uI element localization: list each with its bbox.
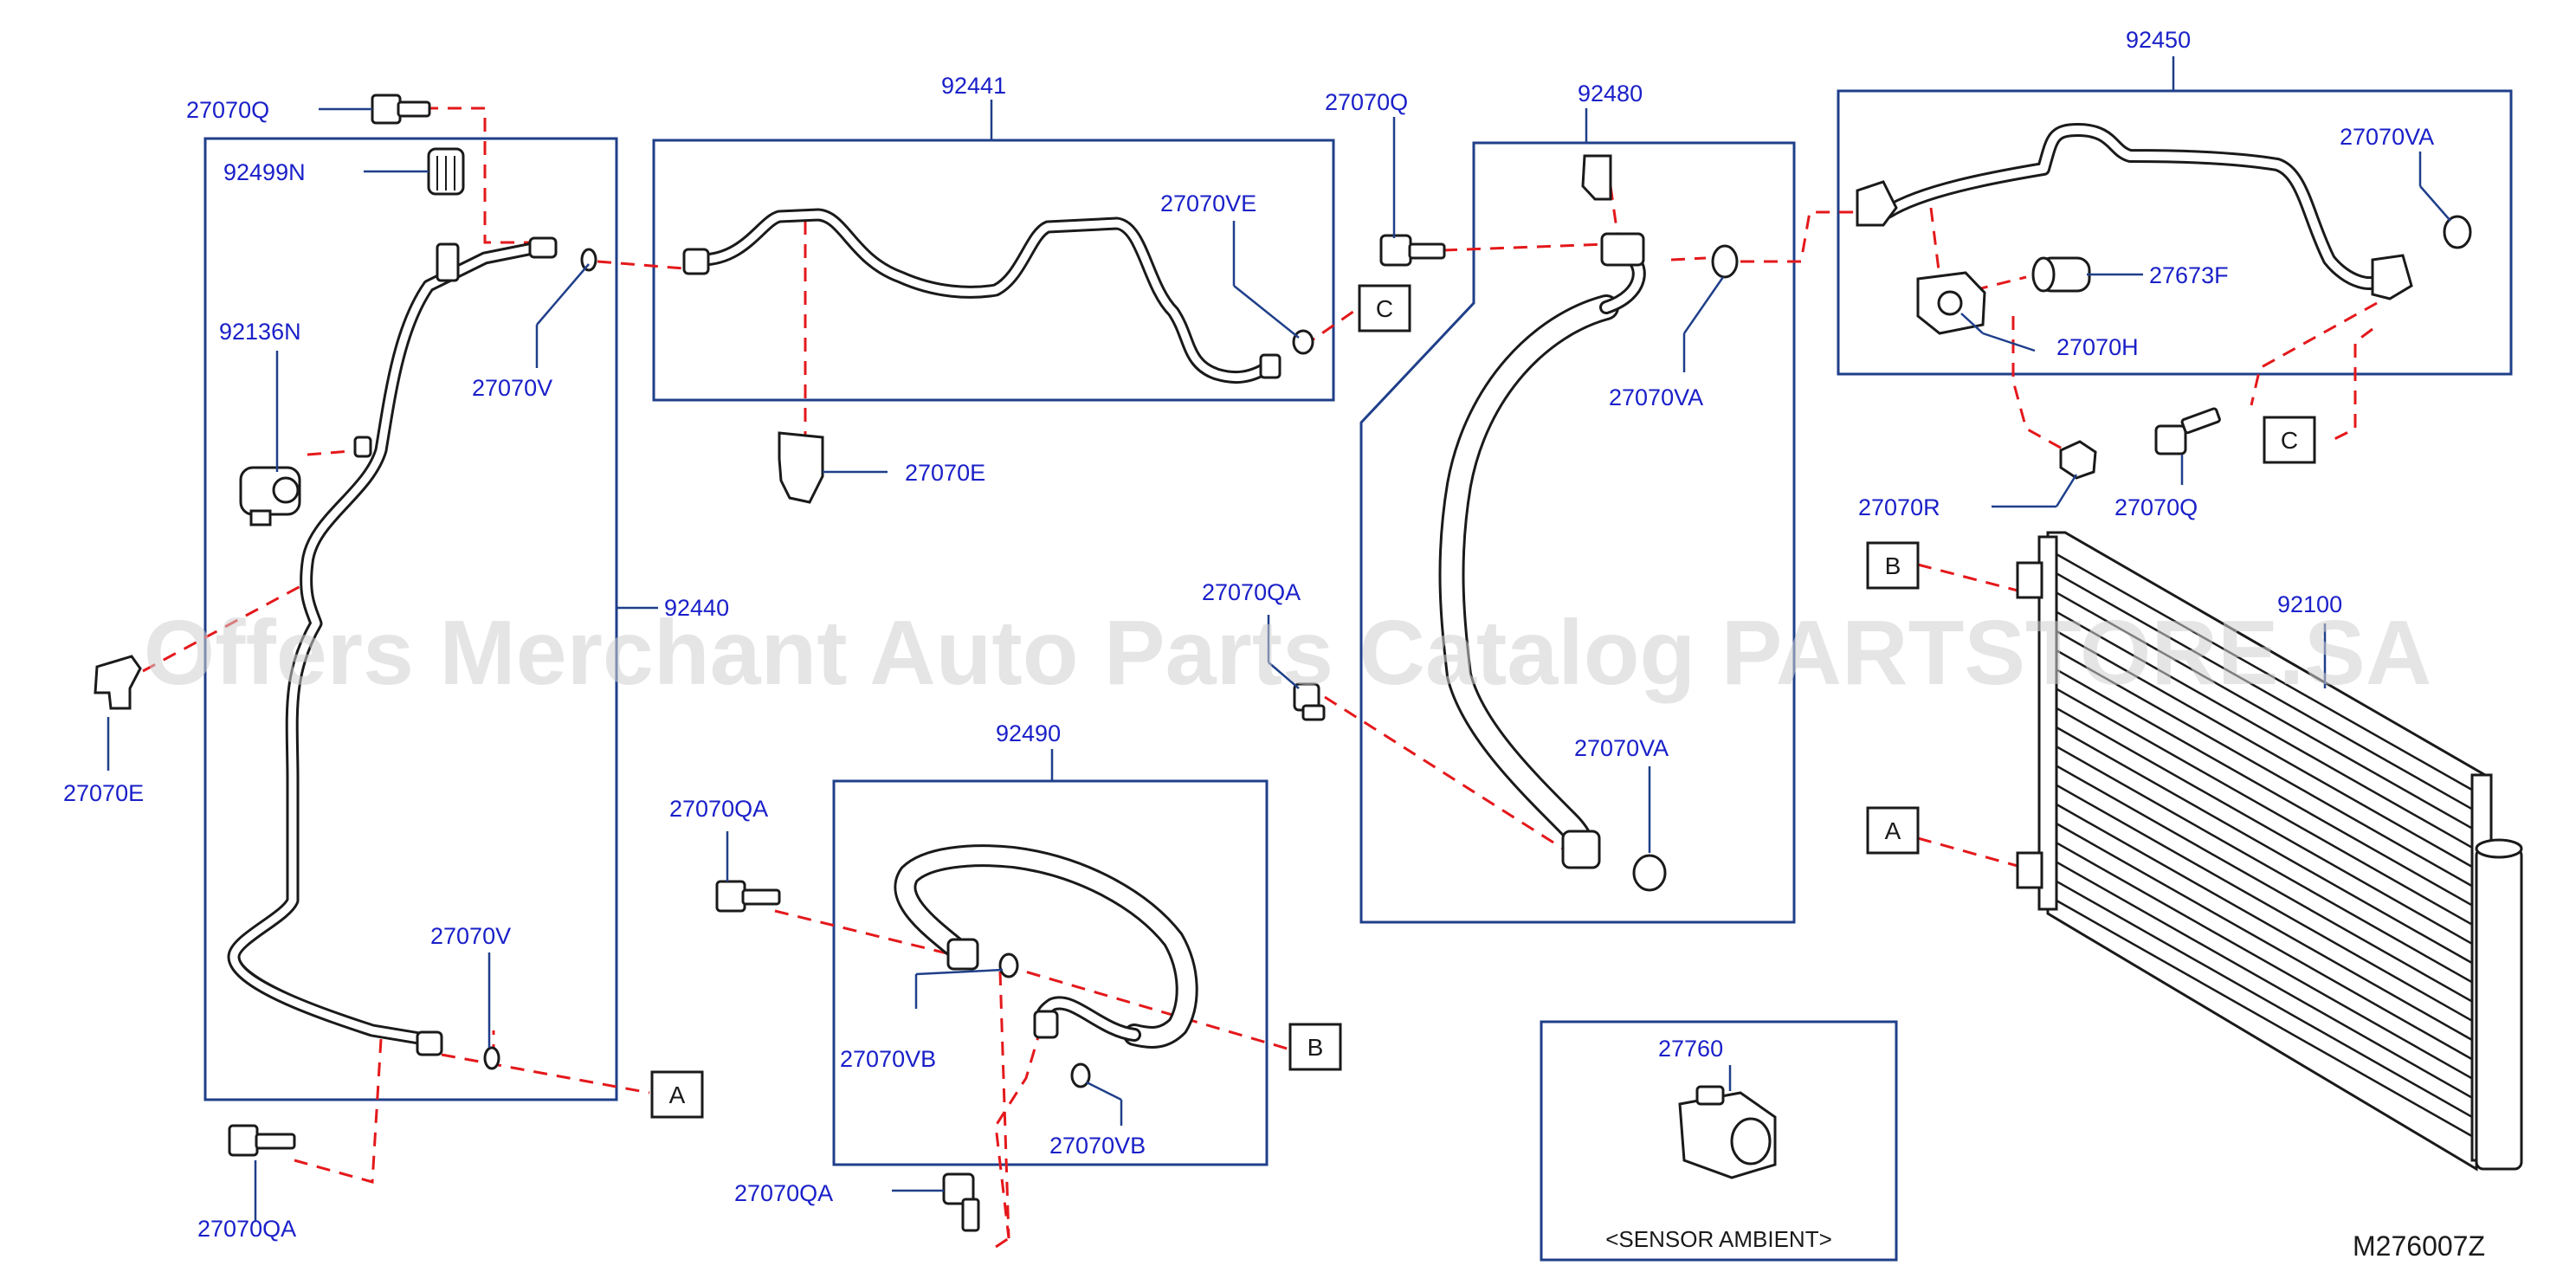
- condenser-fin-line: [2056, 784, 2477, 1024]
- bolt-27070QA-mid: [715, 880, 781, 913]
- assembly-lines: [142, 107, 2378, 1249]
- nut-27070R: [2059, 440, 2097, 480]
- clip-27070E-mid: [778, 431, 824, 504]
- condenser-fin-line: [2056, 746, 2477, 986]
- label-92100: 92100: [2277, 591, 2342, 617]
- condenser-92100: [2016, 531, 2523, 1172]
- label-27070E-left: 27070E: [63, 780, 144, 806]
- orings-27070VA: [1632, 215, 2472, 892]
- condenser-fin-line: [2056, 668, 2477, 909]
- label-27760: 27760: [1658, 1036, 1723, 1062]
- label-92450: 92450: [2126, 27, 2191, 53]
- label-27070VE: 27070VE: [1160, 190, 1256, 216]
- condenser-fin-line: [2056, 861, 2477, 1101]
- label-27070VB-a: 27070VB: [840, 1046, 936, 1072]
- block-27070H: [1916, 271, 1986, 335]
- label-27070VA-c: 27070VA: [2340, 124, 2434, 150]
- label-27070V-a: 27070V: [472, 375, 552, 401]
- condenser-fin-line: [2056, 649, 2477, 890]
- label-27070VA-b: 27070VA: [1574, 735, 1669, 761]
- bolt-27070Q-mid: [1379, 234, 1446, 267]
- cap-92499N: [427, 147, 465, 282]
- condenser-fin-line: [2056, 688, 2477, 928]
- frame-27760: [1540, 1020, 1898, 1262]
- sensor-27760: [1678, 1085, 1777, 1179]
- condenser-fins: [2056, 552, 2477, 1140]
- condenser-fin-line: [2056, 726, 2477, 967]
- clip-27070E-left: [94, 655, 142, 710]
- pipe-92450: [1856, 123, 2413, 300]
- hose-92490: [894, 844, 1198, 1088]
- pipe-92441: [682, 208, 1314, 384]
- condenser-fin-line: [2056, 572, 2477, 813]
- orings-27070V: [483, 248, 597, 1070]
- label-92136N: 92136N: [219, 319, 301, 345]
- bolt-27070QA-bot: [942, 1172, 980, 1232]
- frame-92450: [1837, 89, 2513, 376]
- bolt-27070Q-c: [2154, 407, 2221, 455]
- label-27070VA-a: 27070VA: [1609, 384, 1703, 410]
- label-27070H: 27070H: [2056, 334, 2139, 360]
- leader-lines: [107, 56, 2451, 1221]
- frame-92480: [1359, 141, 1796, 924]
- ref-b-1: B: [1307, 1034, 1324, 1061]
- condenser-fin-line: [2056, 707, 2477, 947]
- label-27070QA-bl: 27070QA: [197, 1216, 296, 1242]
- label-27070VB-b: 27070VB: [1049, 1133, 1146, 1159]
- condenser-fin-line: [2056, 899, 2477, 1140]
- group-frames: [203, 89, 2513, 1262]
- label-92440: 92440: [664, 595, 729, 621]
- sensor-92136N: [239, 466, 301, 526]
- hose-92480: [1438, 154, 1646, 869]
- condenser-fin-line: [2056, 823, 2477, 1063]
- label-92441: 92441: [941, 73, 1006, 99]
- bolt-27070QA-bl: [228, 1124, 296, 1157]
- label-27070Q-b: 27070Q: [1325, 89, 1408, 115]
- label-92490: 92490: [996, 720, 1061, 746]
- watermark: Offers Merchant Auto Parts Catalog PARTS…: [144, 602, 2432, 704]
- pipe-92440: [227, 236, 558, 1056]
- label-27070V-b: 27070V: [430, 923, 511, 949]
- label-27070Q-c: 27070Q: [2114, 494, 2198, 520]
- sensor-caption: <SENSOR AMBIENT>: [1605, 1226, 1832, 1252]
- frame-92441: [652, 139, 1335, 402]
- reference-boxes: C C B B A A: [650, 284, 2316, 1119]
- condenser-fin-line: [2056, 591, 2477, 832]
- label-27673F: 27673F: [2149, 262, 2229, 288]
- condenser-fin-line: [2056, 630, 2477, 870]
- ref-a-2: A: [1885, 817, 1901, 844]
- label-92499N: 92499N: [223, 159, 306, 185]
- condenser-fin-line: [2056, 552, 2477, 794]
- label-92480: 92480: [1578, 81, 1643, 107]
- condenser-fin-line: [2056, 610, 2477, 851]
- frame-92440: [203, 137, 618, 1101]
- label-27070Q-a: 27070Q: [186, 97, 269, 123]
- sleeve-27673F: [2031, 256, 2091, 293]
- bolt-27070QA-c: [1293, 682, 1326, 721]
- label-27070QA-mid: 27070QA: [669, 796, 768, 822]
- part-labels: 27070Q 92499N 92136N 27070V 92440 27070E…: [63, 27, 2434, 1242]
- ref-b-2: B: [1885, 552, 1901, 579]
- frame-92490: [832, 779, 1269, 1166]
- condenser-fin-line: [2056, 880, 2477, 1120]
- figure-code: M276007Z: [2353, 1230, 2485, 1262]
- label-27070QA-bot: 27070QA: [734, 1180, 833, 1206]
- label-27070R: 27070R: [1858, 494, 1940, 520]
- label-27070QA-c: 27070QA: [1202, 579, 1301, 605]
- bolt-27070Q-top: [371, 94, 431, 125]
- condenser-fin-line: [2056, 803, 2477, 1043]
- ref-c-1: C: [1376, 295, 1393, 322]
- condenser-fin-line: [2056, 765, 2477, 1005]
- label-27070E-mid: 27070E: [905, 460, 985, 486]
- condenser-fin-line: [2056, 842, 2477, 1082]
- ref-c-2: C: [2281, 427, 2298, 454]
- ref-a-1: A: [669, 1082, 686, 1108]
